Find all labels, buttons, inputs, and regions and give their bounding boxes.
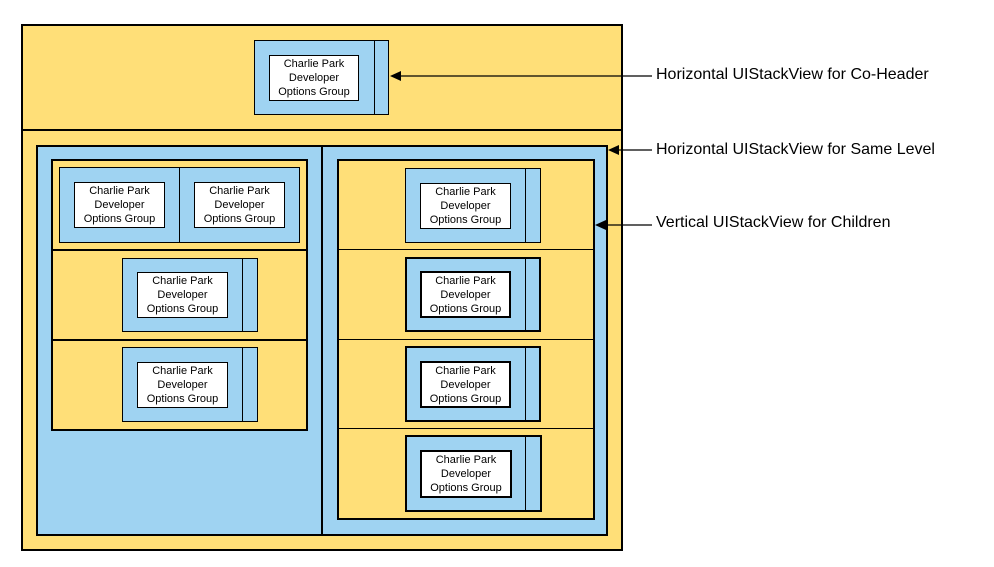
- card-line-role: Developer: [94, 199, 145, 211]
- card-line-role: Developer: [440, 200, 491, 212]
- child-stack-edge: [525, 168, 526, 243]
- node-card: Charlie Park Developer Options Group: [74, 182, 165, 228]
- card-line-group: Options Group: [429, 214, 502, 226]
- left-row-divider-1: [51, 249, 308, 251]
- child-stack-edge: [242, 347, 243, 422]
- same-level-label: Horizontal UIStackView for Same Level: [656, 141, 935, 158]
- node-card: Charlie Park Developer Options Group: [137, 272, 228, 318]
- children-label: Vertical UIStackView for Children: [656, 214, 891, 231]
- card-line-group: Options Group: [146, 393, 219, 405]
- node-card: Charlie Park Developer Options Group: [269, 55, 359, 101]
- right-row-divider-1: [337, 249, 595, 250]
- pair-divider: [179, 167, 180, 243]
- node-card: Charlie Park Developer Options Group: [420, 361, 511, 408]
- card-line-group: Options Group: [146, 303, 219, 315]
- card-line-name: Charlie Park: [283, 58, 345, 70]
- right-row-divider-3: [337, 428, 595, 429]
- card-line-role: Developer: [157, 289, 208, 301]
- node-card: Charlie Park Developer Options Group: [420, 450, 512, 498]
- card-line-name: Charlie Park: [435, 364, 496, 377]
- card-line-name: Charlie Park: [435, 454, 497, 466]
- children-arrowhead: [595, 220, 606, 230]
- node-card: Charlie Park Developer Options Group: [194, 182, 285, 228]
- card-line-name: Charlie Park: [435, 274, 496, 287]
- child-stack-edge: [525, 435, 526, 512]
- card-line-role: Developer: [440, 468, 492, 480]
- card-line-group: Options Group: [429, 392, 502, 405]
- card-line-name: Charlie Park: [152, 275, 213, 287]
- card-line-role: Developer: [214, 199, 265, 211]
- card-line-name: Charlie Park: [209, 185, 270, 197]
- card-line-role: Developer: [288, 72, 340, 84]
- child-stack-edge: [525, 257, 526, 332]
- card-line-name: Charlie Park: [89, 185, 150, 197]
- card-line-role: Developer: [157, 379, 208, 391]
- child-stack-edge: [242, 258, 243, 332]
- card-line-group: Options Group: [278, 86, 350, 98]
- node-card: Charlie Park Developer Options Group: [137, 362, 228, 408]
- co-header-stack-edge: [374, 40, 375, 115]
- card-line-role: Developer: [440, 288, 491, 301]
- same-level-arrowhead: [608, 145, 619, 155]
- co-header-arrowhead: [390, 71, 401, 81]
- left-row-divider-2: [51, 339, 308, 341]
- right-row-divider-2: [337, 339, 595, 340]
- card-line-role: Developer: [440, 378, 491, 391]
- card-line-group: Options Group: [430, 482, 502, 494]
- child-stack-edge: [525, 346, 526, 422]
- same-level-divider: [321, 145, 323, 536]
- card-line-group: Options Group: [83, 213, 156, 225]
- header-divider: [21, 129, 623, 131]
- node-card: Charlie Park Developer Options Group: [420, 183, 511, 229]
- card-line-group: Options Group: [203, 213, 276, 225]
- card-line-group: Options Group: [429, 302, 502, 315]
- node-card: Charlie Park Developer Options Group: [420, 271, 511, 318]
- card-line-name: Charlie Park: [435, 186, 496, 198]
- co-header-label: Horizontal UIStackView for Co-Header: [656, 66, 929, 83]
- card-line-name: Charlie Park: [152, 365, 213, 377]
